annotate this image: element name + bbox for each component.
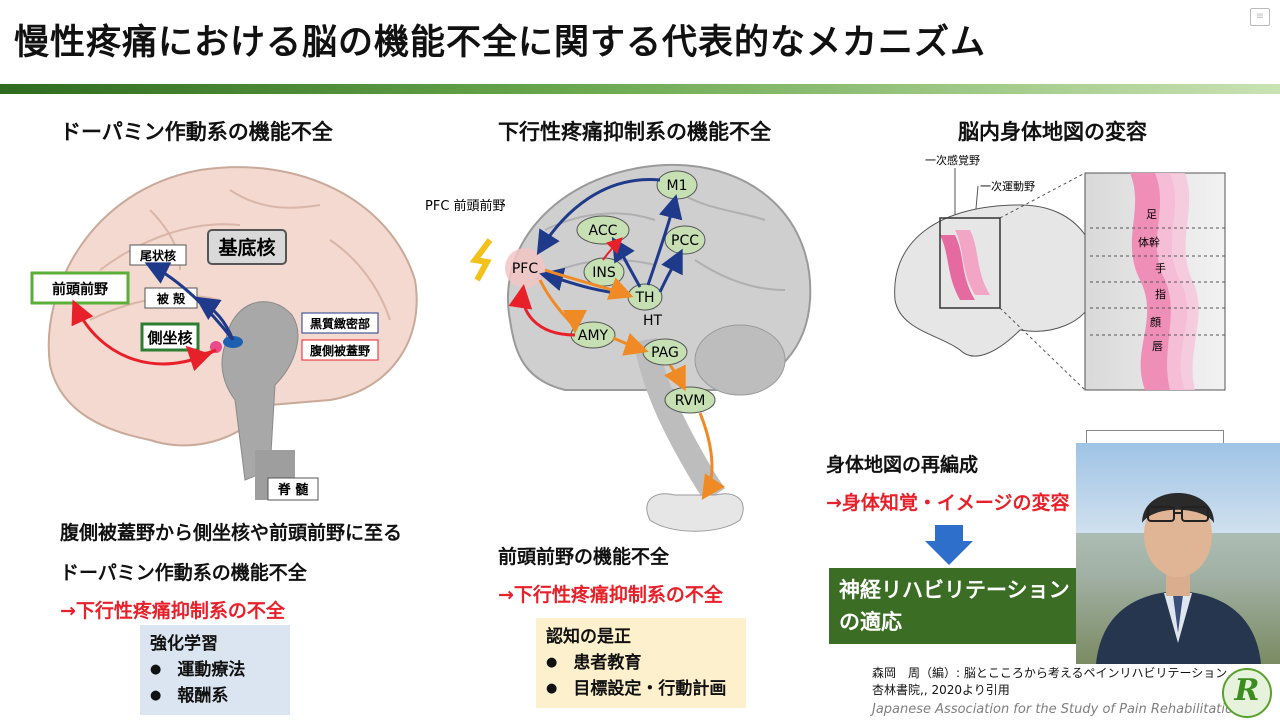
col3-text-line1: 身体地図の再編成 — [826, 450, 978, 477]
putamen-label: 被 殻 — [157, 291, 186, 306]
node-pag: PAG — [651, 345, 679, 361]
map-part: 体幹 — [1138, 235, 1160, 249]
citation-line2: 杏林書院,, 2020より引用 — [872, 682, 1010, 699]
node-amy: AMY — [578, 328, 609, 344]
slide-title: 慢性疼痛における脳の機能不全に関する代表的なメカニズム — [14, 14, 986, 65]
map-part: 唇 — [1152, 340, 1163, 353]
col1-box-item: 報酬系 — [150, 683, 280, 709]
title-divider-bar — [0, 84, 1280, 94]
citation-line1: 森岡 周（編）: 脳とこころから考えるペインリハビリテーション, — [872, 665, 1231, 682]
spinal-cord-label: 脊 髄 — [277, 482, 309, 498]
node-ins: INS — [592, 265, 616, 281]
map-part: 手 — [1155, 261, 1166, 275]
brain-outline — [49, 167, 417, 445]
prefrontal-label: 前頭前野 — [52, 281, 108, 298]
col2-intervention-box: 認知の是正 患者教育 目標設定・行動計画 — [536, 618, 746, 708]
speaker-video-feed[interactable] — [1076, 443, 1280, 664]
pfc-caption: PFC 前頭前野 — [425, 198, 506, 214]
node-pcc: PCC — [671, 233, 699, 249]
col1-text-line2: ドーパミン作動系の機能不全 — [60, 558, 307, 585]
col1-heading: ドーパミン作動系の機能不全 — [60, 116, 333, 146]
node-ht: HT — [643, 313, 663, 329]
basal-ganglia-label: 基底核 — [217, 236, 275, 259]
col1-text-line1: 腹側被蓋野から側坐核や前頭前野に至る — [60, 518, 402, 545]
col1-arrow-text: →下行性疼痛抑制系の不全 — [60, 596, 285, 623]
col2-box-title: 認知の是正 — [546, 624, 736, 650]
association-logo-icon: R — [1222, 668, 1272, 718]
col2-box-item: 目標設定・行動計画 — [546, 676, 736, 702]
logo-letter: R — [1224, 673, 1270, 708]
down-arrow-icon — [925, 525, 973, 565]
neuro-rehab-line2: の適応 — [839, 606, 1079, 638]
col2-box-item: 患者教育 — [546, 650, 736, 676]
dopamine-brain-diagram: 基底核 尾状核 被 殻 前頭前野 側坐核 黒質緻密部 腹側被蓋野 脊 髄 — [30, 150, 430, 505]
caudate-label: 尾状核 — [140, 248, 176, 263]
neuro-rehab-box: 神経リハビリテーション の適応 — [829, 568, 1089, 644]
speaker-person-icon — [1076, 443, 1280, 664]
motor-cortex-label: 一次運動野 — [980, 179, 1035, 193]
node-th: TH — [634, 290, 654, 306]
node-pfc: PFC — [512, 261, 538, 277]
map-part: 指 — [1155, 287, 1166, 301]
sensory-cortex-label: 一次感覚野 — [925, 153, 980, 167]
col3-arrow-text: →身体知覚・イメージの変容 — [826, 488, 1070, 515]
node-rvm: RVM — [675, 393, 706, 409]
col2-heading: 下行性疼痛抑制系の機能不全 — [498, 116, 771, 146]
substantia-nigra-label: 黒質緻密部 — [310, 316, 370, 331]
col1-intervention-box: 強化学習 運動療法 報酬系 — [140, 625, 290, 715]
col3-heading: 脳内身体地図の変容 — [958, 116, 1147, 146]
node-m1: M1 — [667, 178, 688, 194]
pain-bolt-icon — [475, 240, 490, 280]
accumbens-label: 側坐核 — [146, 329, 192, 347]
col2-text-line1: 前頭前野の機能不全 — [498, 542, 669, 569]
neuro-rehab-line1: 神経リハビリテーション — [839, 574, 1079, 606]
col1-box-title: 強化学習 — [150, 631, 280, 657]
descending-pain-diagram: PFC 前頭前野 PFC M1 ACC PCC INS TH HT AMY PA… — [415, 150, 815, 535]
vta-label: 腹側被蓋野 — [310, 343, 370, 358]
node-acc: ACC — [589, 223, 618, 239]
body-map-diagram: 一次感覚野 一次運動野 足 体幹 手 指 顔 唇 — [880, 150, 1230, 395]
map-part: 足 — [1146, 208, 1157, 221]
col2-arrow-text: →下行性疼痛抑制系の不全 — [498, 580, 723, 607]
map-part: 顔 — [1150, 315, 1161, 329]
slide-menu-icon[interactable]: ≡ — [1250, 8, 1270, 26]
col1-box-item: 運動療法 — [150, 657, 280, 683]
association-footer: Japanese Association for the Study of Pa… — [872, 702, 1241, 717]
